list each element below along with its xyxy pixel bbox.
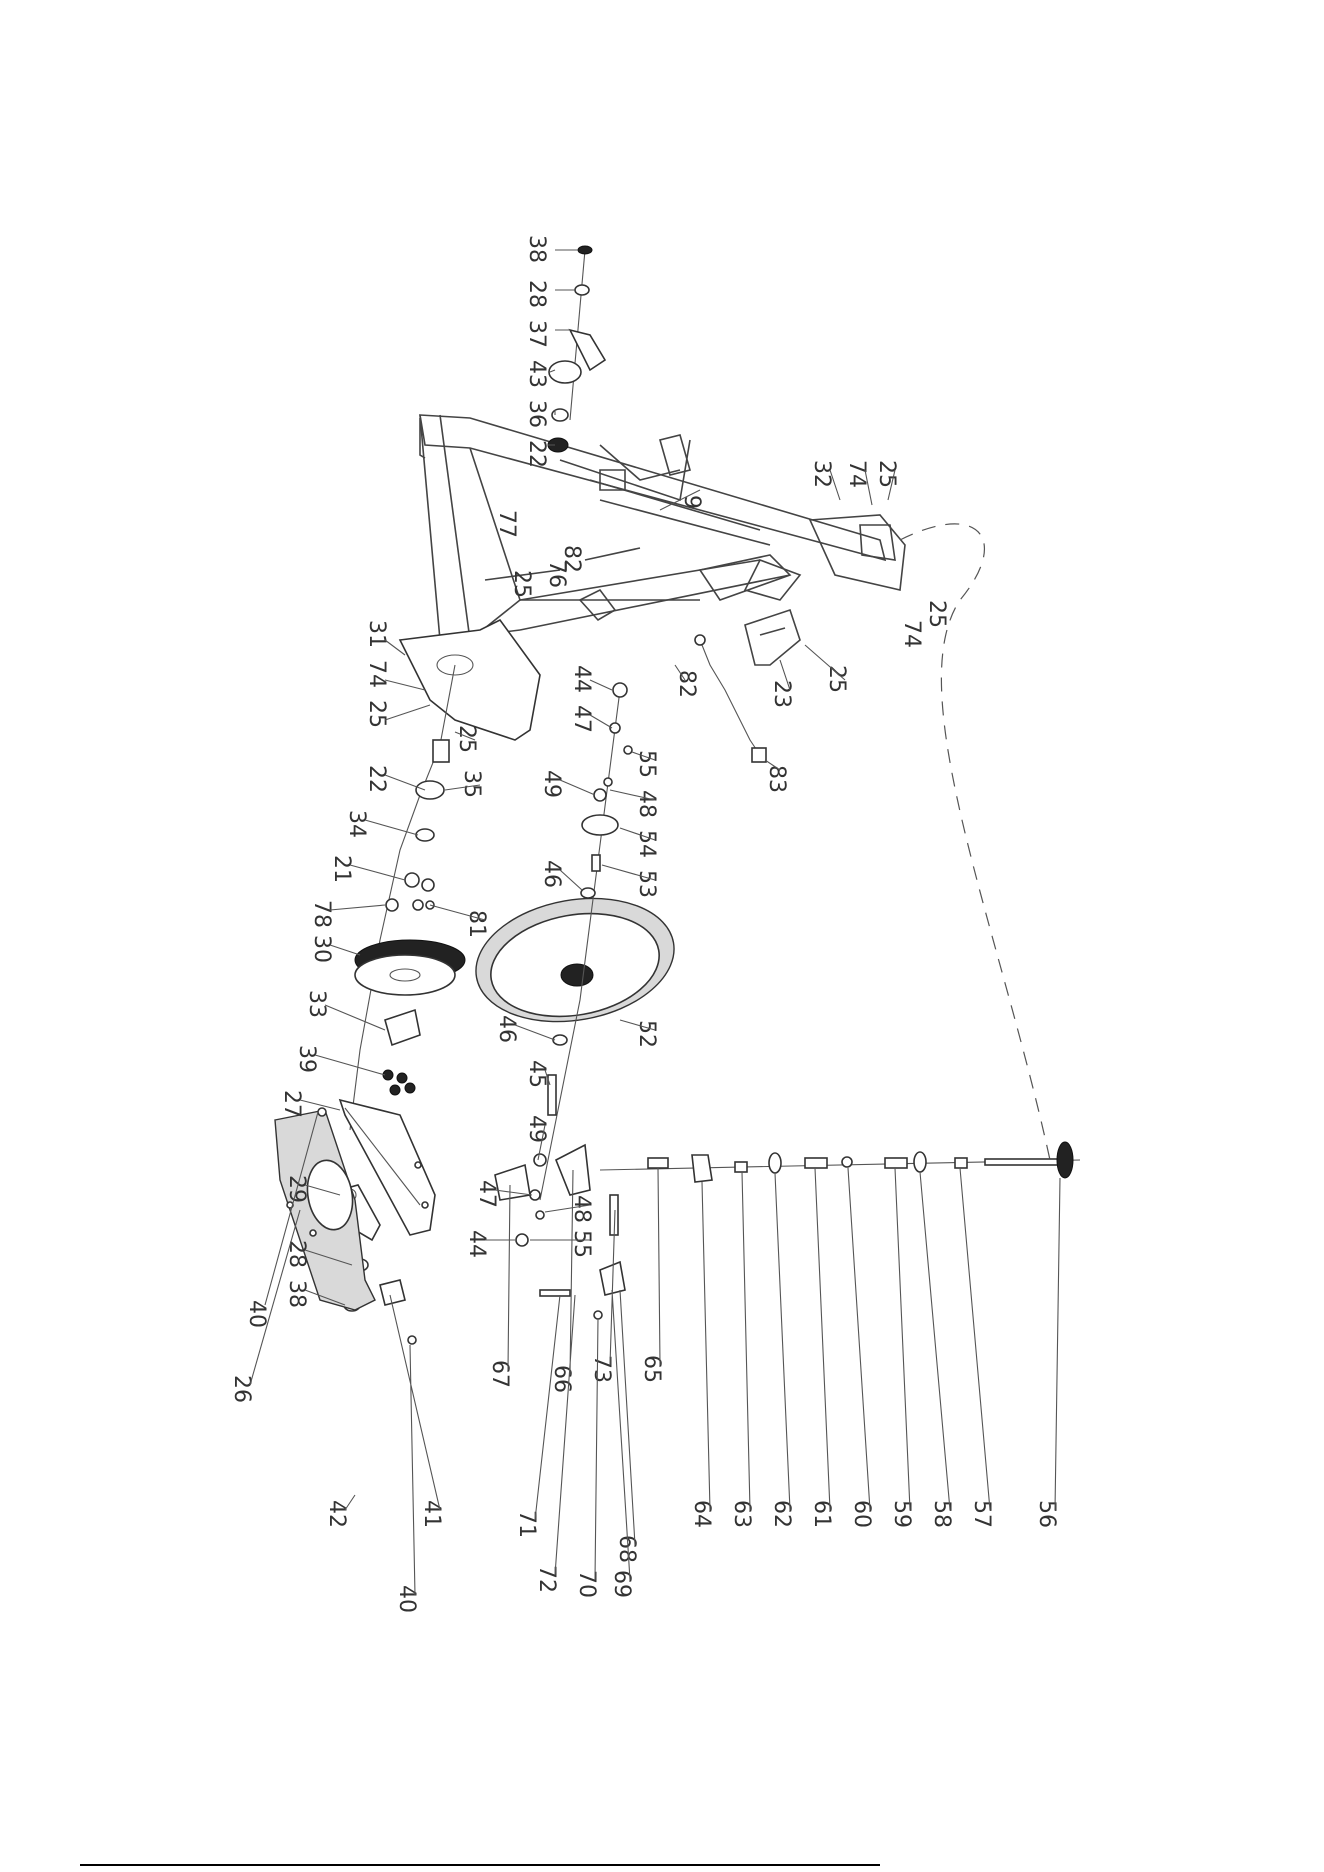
- label-44: 44: [569, 665, 594, 693]
- label-28: 28: [524, 280, 549, 308]
- label-74: 74: [364, 660, 389, 688]
- label-58: 58: [929, 1500, 954, 1528]
- label-48: 48: [634, 790, 659, 818]
- label-25: 25: [874, 460, 899, 488]
- label-23: 23: [769, 680, 794, 708]
- label-46: 46: [539, 860, 564, 888]
- label-32: 32: [809, 460, 834, 488]
- label-25: 25: [364, 700, 389, 728]
- label-37: 37: [524, 320, 549, 348]
- label-69: 69: [609, 1570, 634, 1598]
- label-35: 35: [459, 770, 484, 798]
- label-53: 53: [634, 870, 659, 898]
- label-38: 38: [284, 1280, 309, 1308]
- label-45: 45: [524, 1060, 549, 1088]
- label-49: 49: [524, 1115, 549, 1143]
- label-25: 25: [824, 665, 849, 693]
- label-83: 83: [764, 765, 789, 793]
- label-21: 21: [329, 855, 354, 883]
- belt-pulley: [355, 940, 465, 995]
- crank-axle-right: [548, 246, 605, 452]
- label-74: 74: [899, 620, 924, 648]
- label-22: 22: [524, 440, 549, 468]
- label-31: 31: [364, 620, 389, 648]
- label-47: 47: [569, 705, 594, 733]
- crank-spider: [383, 1010, 420, 1095]
- label-78: 78: [309, 900, 334, 928]
- label-46: 46: [494, 1015, 519, 1043]
- label-33: 33: [304, 990, 329, 1018]
- label-82: 82: [674, 670, 699, 698]
- label-47: 47: [474, 1180, 499, 1208]
- label-43: 43: [524, 360, 549, 388]
- label-38: 38: [524, 235, 549, 263]
- sensor-cable: [695, 635, 766, 762]
- label-22: 22: [364, 765, 389, 793]
- label-42: 42: [324, 1500, 349, 1528]
- label-25: 25: [454, 725, 479, 753]
- label-76: 76: [544, 560, 569, 588]
- label-25: 25: [509, 570, 534, 598]
- tension-knob-assembly: [600, 1142, 1080, 1182]
- flywheel: [466, 884, 684, 1037]
- label-25: 25: [924, 600, 949, 628]
- front-foot-cover: [745, 610, 800, 665]
- crank-axle-assembly: [350, 665, 455, 1130]
- guard-screw: [408, 1336, 416, 1344]
- label-60: 60: [849, 1500, 874, 1528]
- label-81: 81: [464, 910, 489, 938]
- label-36: 36: [524, 400, 549, 428]
- label-68: 68: [614, 1535, 639, 1563]
- guard-cap: [380, 1280, 405, 1305]
- label-27: 27: [279, 1090, 304, 1118]
- chain-guard-inner: [400, 620, 540, 740]
- label-44: 44: [464, 1230, 489, 1258]
- brake-assembly: [495, 1145, 625, 1319]
- label-57: 57: [969, 1500, 994, 1528]
- label-26: 26: [229, 1375, 254, 1403]
- label-39: 39: [294, 1045, 319, 1073]
- label-9: 9: [679, 495, 704, 509]
- label-30: 30: [309, 935, 334, 963]
- label-49: 49: [539, 770, 564, 798]
- label-34: 34: [344, 810, 369, 838]
- label-52: 52: [634, 1020, 659, 1048]
- main-frame: [420, 415, 885, 640]
- label-41: 41: [419, 1500, 444, 1528]
- label-77: 77: [494, 510, 519, 538]
- label-55: 55: [569, 1230, 594, 1258]
